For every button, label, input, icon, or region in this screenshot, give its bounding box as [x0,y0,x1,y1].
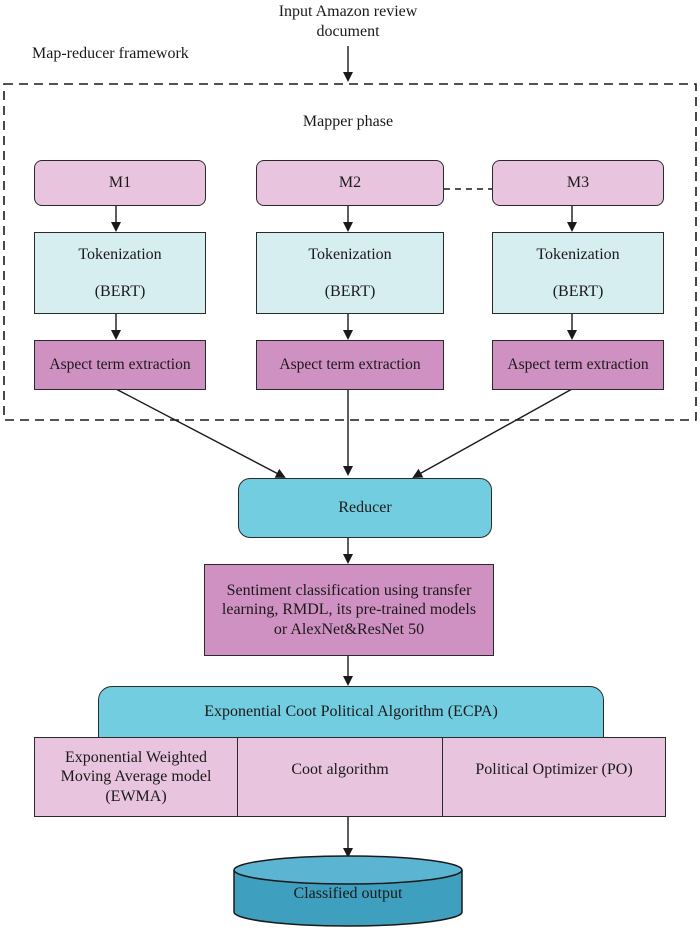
tokenization-label: Tokenization [308,245,392,263]
ewma-line2: Moving Average model [60,768,212,786]
mapper-m3: M3 [492,160,664,206]
ewma-box: Exponential Weighted Moving Average mode… [34,737,238,817]
tokenization-box-3: Tokenization (BERT) [492,232,664,314]
input-doc-line1: Input Amazon review [278,3,418,20]
framework-label: Map-reducer framework [32,45,189,62]
bert-label: (BERT) [324,283,376,300]
mapper-phase-label: Mapper phase [302,113,394,130]
output-cylinder-shape [233,855,463,927]
tokenization-box-1: Tokenization (BERT) [34,232,206,314]
input-doc-line2: document [316,23,380,40]
aspect-term-extraction-3: Aspect term extraction [492,340,664,390]
political-optimizer-box: Political Optimizer (PO) [442,737,666,817]
sentiment-line2: learning, RMDL, its pre-trained models [221,601,477,619]
classified-output-label: Classified output [293,885,403,902]
mapper-m1: M1 [34,160,206,206]
reducer-box: Reducer [238,478,492,538]
ewma-line3: (EWMA) [105,787,167,805]
bert-label: (BERT) [94,283,146,300]
coot-algorithm-box: Coot algorithm [237,737,443,817]
arrow-ate3-reducer [412,388,573,478]
tokenization-label: Tokenization [536,245,620,263]
aspect-term-extraction-2: Aspect term extraction [256,340,444,390]
bert-label: (BERT) [552,283,604,300]
tokenization-label: Tokenization [78,245,162,263]
arrow-ate1-reducer [115,388,286,478]
ewma-line1: Exponential Weighted [65,749,207,767]
input-document-label: Input Amazon review document [248,2,448,42]
ecpa-header: Exponential Coot Political Algorithm (EC… [98,686,604,738]
tokenization-box-2: Tokenization (BERT) [256,232,444,314]
sentiment-line1: Sentiment classification using transfer [226,582,472,600]
sentiment-line3: or AlexNet&ResNet 50 [273,620,425,638]
mapper-m2: M2 [256,160,444,206]
aspect-term-extraction-1: Aspect term extraction [34,340,206,390]
framework-border [3,83,697,421]
sentiment-classification-box: Sentiment classification using transfer … [204,564,494,656]
